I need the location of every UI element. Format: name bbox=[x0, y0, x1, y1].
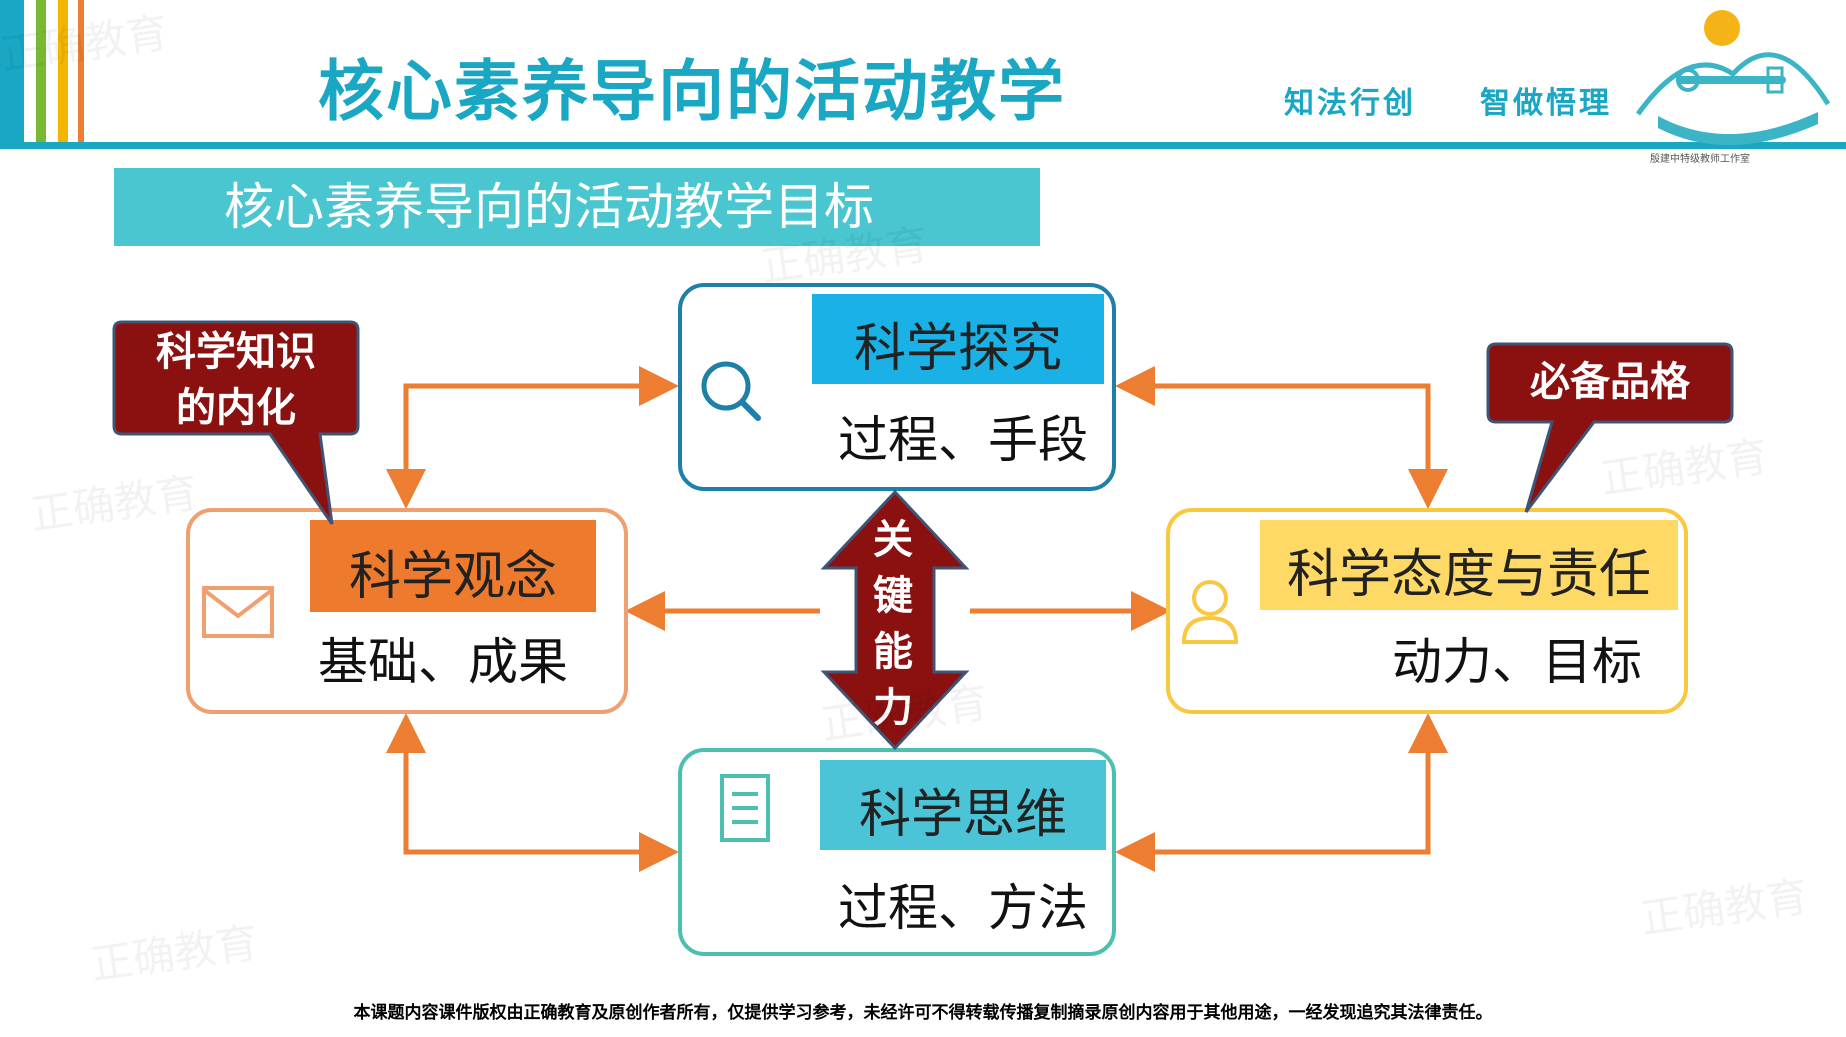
concept-desc: 基础、成果 bbox=[318, 633, 568, 691]
concept-title-bar bbox=[310, 520, 596, 612]
stripe-blue bbox=[0, 0, 24, 142]
callout-left-shape bbox=[112, 320, 360, 525]
motto-right: 智做悟理 bbox=[1480, 86, 1612, 121]
thinking-title-bar bbox=[820, 760, 1106, 850]
logo-key bbox=[1676, 76, 1786, 84]
key-ability-double-arrow bbox=[820, 490, 970, 750]
studio-logo bbox=[1635, 10, 1831, 146]
copyright-footer: 本课题内容课件版权由正确教育及原创作者所有，仅提供学习参考，未经许可不得转载传播… bbox=[353, 1003, 1493, 1023]
attitude-title: 科学态度与责任 bbox=[1286, 545, 1651, 605]
thinking-desc: 过程、方法 bbox=[838, 879, 1088, 937]
document-icon bbox=[720, 774, 770, 842]
thinking-title: 科学思维 bbox=[858, 785, 1067, 845]
user-icon bbox=[1181, 580, 1239, 644]
attitude-desc: 动力、目标 bbox=[1392, 633, 1642, 691]
logo-book bbox=[1658, 112, 1818, 146]
attitude-title-bar bbox=[1260, 520, 1678, 610]
callout-left-line2: 的内化 bbox=[176, 385, 296, 431]
callout-left-line1: 科学知识 bbox=[156, 329, 316, 375]
concept-title: 科学观念 bbox=[348, 547, 557, 607]
inquiry-desc: 过程、手段 bbox=[838, 411, 1088, 469]
key-ability-label: 关键能力 bbox=[873, 517, 913, 731]
arrow-attitude-to-inquiry bbox=[1115, 366, 1431, 504]
motto-left: 知法行创 bbox=[1284, 86, 1416, 121]
envelope-icon bbox=[202, 586, 274, 638]
header-rule bbox=[0, 142, 1846, 149]
search-icon bbox=[701, 361, 761, 421]
stripe-green bbox=[36, 0, 46, 142]
callout-right-text: 必备品格 bbox=[1530, 359, 1690, 405]
inquiry-title: 科学探究 bbox=[853, 319, 1062, 379]
inquiry-title-bar bbox=[812, 294, 1104, 384]
stripe-yellow bbox=[58, 0, 68, 142]
logo-sun bbox=[1704, 10, 1740, 46]
page-title: 核心素养导向的活动教学 bbox=[318, 53, 1066, 130]
logo-mountain bbox=[1635, 52, 1831, 116]
arrow-concept-to-thinking bbox=[403, 718, 679, 872]
arrow-attitude-to-thinking bbox=[1115, 718, 1431, 872]
callout-right-shape bbox=[1486, 342, 1734, 513]
stripe-orange bbox=[78, 0, 84, 142]
logo-caption: 殷建中特级教师工作室 bbox=[1650, 154, 1750, 165]
section-heading: 核心素养导向的活动教学目标 bbox=[114, 168, 1040, 246]
arrow-concept-to-inquiry bbox=[403, 366, 679, 504]
